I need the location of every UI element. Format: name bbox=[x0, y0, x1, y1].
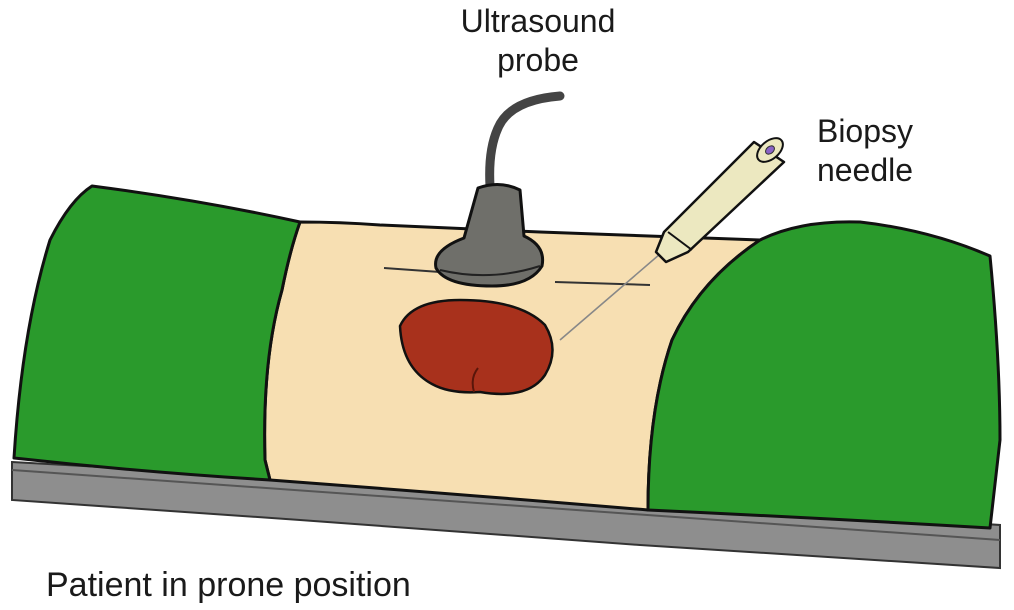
ultrasound-probe-label: Ultrasound probe bbox=[428, 2, 648, 80]
probe-cable bbox=[485, 91, 565, 191]
needle-shaft bbox=[559, 253, 661, 341]
left-drape bbox=[12, 184, 302, 482]
biopsy-needle-icon bbox=[654, 137, 786, 264]
probe-face bbox=[439, 265, 541, 277]
right-drape bbox=[646, 220, 1002, 530]
figure-caption: Patient in prone position bbox=[46, 566, 411, 604]
biopsy-needle-label: Biopsy needle bbox=[790, 112, 940, 190]
probe-label-line1: Ultrasound bbox=[460, 3, 616, 39]
table-edge-line bbox=[11, 469, 1001, 541]
kidney-notch bbox=[471, 367, 479, 393]
needle-label-line2: needle bbox=[816, 152, 914, 189]
ultrasound-probe-icon bbox=[434, 183, 545, 288]
needle-label-line1: Biopsy bbox=[816, 113, 914, 149]
kidney-icon bbox=[398, 298, 554, 396]
skin-line-left bbox=[383, 267, 441, 273]
probe-label-line2: probe bbox=[497, 42, 579, 79]
skin-line-right bbox=[554, 281, 651, 286]
